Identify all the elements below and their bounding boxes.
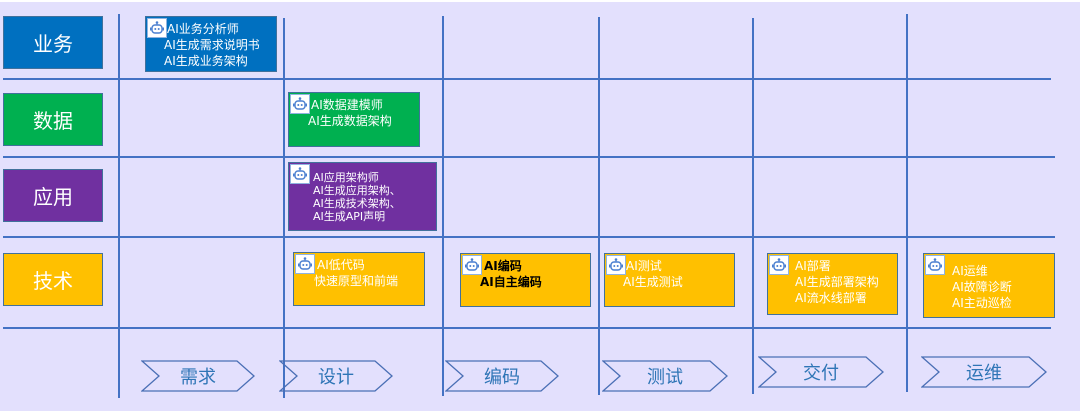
robot-icon [295, 254, 315, 274]
row-label-application: 应用 [3, 169, 103, 222]
card-line: AI业务分析师 [167, 22, 239, 36]
row-label-text: 数据 [33, 109, 73, 133]
card-line: AI生成技术架构、 [313, 197, 401, 210]
card-ai-application-architect: AI应用架构师 AI生成应用架构、 AI生成技术架构、 AI生成API声明 [288, 162, 437, 231]
card-line: AI低代码 [317, 258, 365, 272]
stage-label: 编码 [484, 367, 520, 388]
robot-icon [147, 18, 167, 38]
card-line: AI应用架构师 [313, 171, 379, 184]
stage-label: 测试 [647, 367, 683, 388]
card-line: AI生成API声明 [313, 210, 386, 223]
grid-vline [906, 14, 908, 392]
robot-icon [606, 255, 626, 275]
card-line: 快速原型和前端 [314, 274, 399, 288]
robot-icon [290, 164, 310, 184]
card-line: AI自主编码 [480, 275, 542, 289]
stage-chevron-testing: 测试 [602, 360, 728, 400]
row-label-business: 业务 [3, 16, 103, 69]
card-line: AI生成业务架构 [164, 54, 248, 68]
card-line: AI生成部署架构 [795, 275, 879, 289]
grid-vline [752, 18, 754, 394]
card-line: AI生成数据架构 [308, 114, 392, 128]
stage-chevron-operations: 运维 [921, 356, 1047, 396]
row-label-text: 应用 [33, 185, 73, 209]
card-line: AI部署 [795, 259, 831, 273]
stage-chevron-delivery: 交付 [758, 356, 884, 396]
row-label-text: 业务 [33, 32, 73, 56]
stage-label: 运维 [966, 363, 1002, 384]
row-label-data: 数据 [3, 93, 103, 146]
stage-label: 交付 [803, 363, 839, 384]
card-ai-low-code: AI低代码 快速原型和前端 [293, 252, 425, 306]
stage-label: 需求 [180, 367, 216, 388]
stage-chevron-coding: 编码 [445, 360, 559, 400]
grid-hline [3, 156, 1055, 158]
grid-vline [598, 17, 600, 395]
robot-icon [769, 255, 789, 275]
row-label-technology: 技术 [3, 253, 103, 306]
stage-label: 设计 [318, 367, 354, 388]
grid-vline [283, 18, 285, 398]
top-border [0, 0, 1080, 2]
card-line: AI流水线部署 [795, 291, 867, 305]
card-ai-testing: AI测试 AI生成测试 [604, 253, 735, 307]
grid-vline [442, 16, 444, 396]
card-ai-deployment: AI部署 AI生成部署架构 AI流水线部署 [767, 253, 898, 315]
card-ai-operations: AI运维 AI故障诊断 AI主动巡检 [923, 253, 1055, 318]
grid-hline [3, 78, 1051, 80]
row-label-text: 技术 [33, 269, 73, 293]
card-ai-business-analyst: AI业务分析师 AI生成需求说明书 AI生成业务架构 [145, 16, 277, 72]
card-ai-coding: AI编码 AI自主编码 [460, 253, 591, 307]
card-ai-data-modeler: AI数据建模师 AI生成数据架构 [288, 92, 420, 147]
grid-vline [118, 14, 120, 398]
stage-chevron-design: 设计 [279, 360, 393, 400]
card-line: AI生成应用架构、 [313, 184, 401, 197]
card-line: AI运维 [952, 264, 988, 278]
card-line: AI生成测试 [623, 275, 683, 289]
robot-icon [290, 94, 310, 114]
card-line: AI测试 [626, 259, 662, 273]
grid-hline [3, 236, 1055, 238]
robot-icon [925, 255, 945, 275]
card-line: AI编码 [484, 259, 522, 273]
card-line: AI故障诊断 [952, 280, 1012, 294]
grid-hline [3, 327, 1051, 329]
robot-icon [462, 255, 482, 275]
card-line: AI主动巡检 [952, 296, 1012, 310]
card-line: AI数据建模师 [311, 98, 383, 112]
card-line: AI生成需求说明书 [164, 38, 260, 52]
stage-chevron-requirements: 需求 [141, 360, 255, 400]
